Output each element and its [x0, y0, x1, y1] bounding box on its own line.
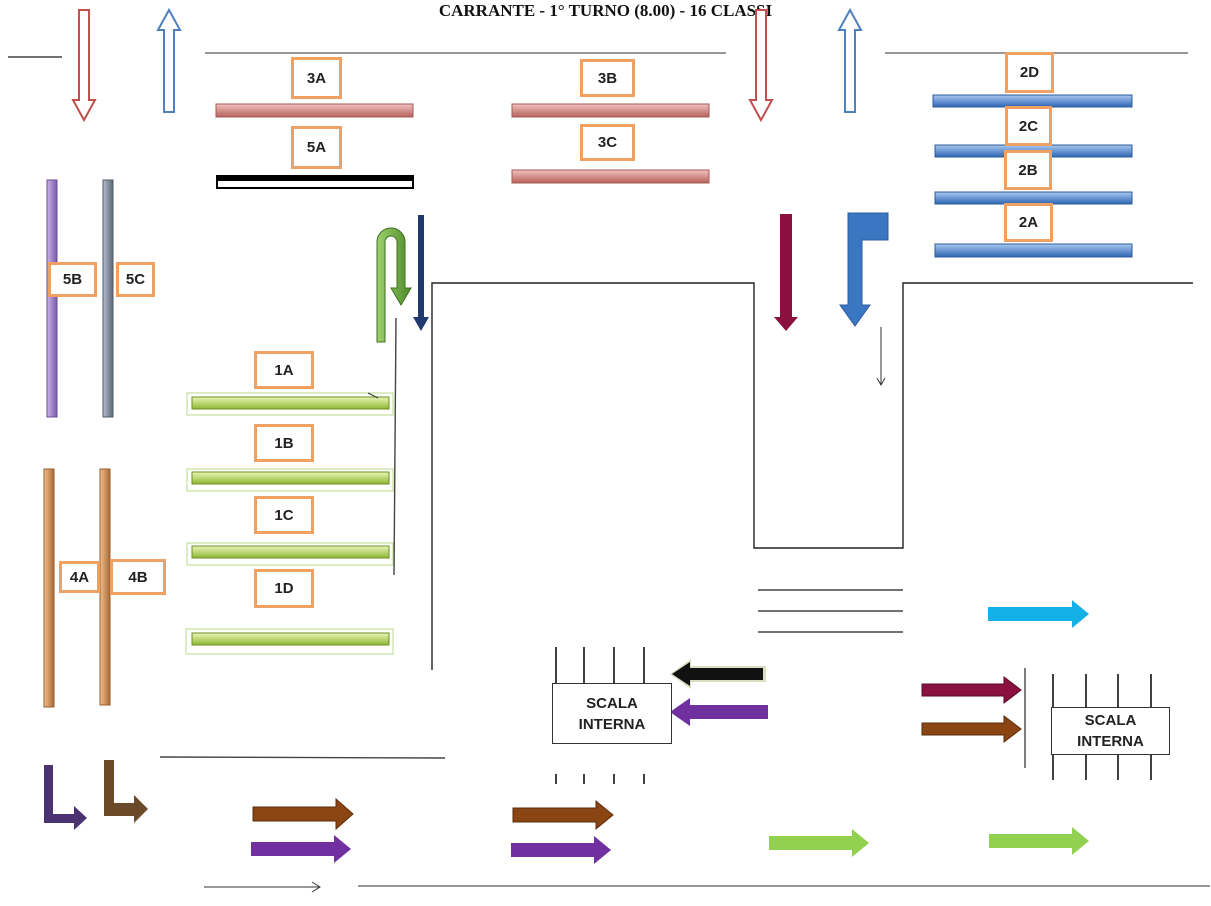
thin-arrows [204, 327, 886, 893]
desk-bars [43, 94, 1133, 708]
desk-bar-3c [511, 169, 710, 184]
down-arrow-navy [413, 215, 429, 331]
desk-bar-1d [191, 632, 390, 646]
class-label-3c: 3C [580, 124, 635, 161]
internal-stairs-left: SCALA INTERNA [552, 683, 672, 744]
desk-bar-2a [934, 243, 1133, 258]
class-label-1c: 1C [254, 496, 314, 534]
right-arrow-purple [251, 835, 351, 863]
class-label-3a: 3A [291, 57, 342, 99]
class-label-1a: 1A [254, 351, 314, 389]
down-arrow-crimson [774, 214, 798, 331]
desk-bar-1b [191, 471, 390, 485]
stairs-label: INTERNA [1077, 733, 1144, 750]
right-arrow-brown [252, 797, 354, 831]
up-outline-arrow-blue [837, 7, 863, 113]
desk-bar-4b [99, 468, 111, 706]
desk-frame-1b [186, 468, 394, 492]
left-arrow-purple [670, 698, 768, 726]
right-arrow-brown [921, 714, 1022, 744]
stairs-label: INTERNA [578, 715, 646, 733]
right-arrow-crimson [921, 675, 1022, 705]
turn-down-arrow-blue [839, 212, 889, 327]
desk-bar-3a [215, 103, 414, 118]
class-label-2a: 2A [1004, 203, 1053, 242]
desk-bar-4a [43, 468, 55, 708]
wall-line [393, 317, 397, 576]
corner-arrow-dark-brown [104, 760, 148, 823]
wall-lines [8, 52, 1210, 887]
down-outline-arrow-red [71, 9, 97, 123]
class-label-4a: 4A [59, 561, 100, 593]
right-arrow-light-green [989, 827, 1089, 855]
u-turn-arrow-green [376, 227, 412, 343]
left-arrow-black [672, 662, 763, 686]
stair-ticks [555, 647, 1152, 784]
thin-arrow-down-head [876, 377, 886, 387]
desk-bar-1a [191, 396, 390, 410]
right-arrow-light-green [769, 829, 869, 857]
wall-line [159, 756, 446, 759]
class-label-1d: 1D [254, 569, 314, 608]
class-label-5b: 5B [48, 262, 97, 297]
desk-frame-1a [186, 392, 394, 416]
desk-frame-1c [186, 542, 394, 566]
desk-bar-5c [102, 179, 114, 418]
class-label-5c: 5C [116, 262, 155, 297]
class-label-1b: 1B [254, 424, 314, 462]
desk-frame-1d [185, 628, 394, 655]
down-outline-arrow-red [748, 9, 774, 123]
desk-bar-3b [511, 103, 710, 118]
right-arrow-purple [511, 836, 611, 864]
desk-bar-1c [191, 545, 390, 559]
corner-arrow-dark-purple [44, 765, 87, 830]
diagram-title: CARRANTE - 1° TURNO (8.00) - 16 CLASSI [438, 1, 773, 20]
class-label-2b: 2B [1004, 150, 1052, 190]
thin-tick [367, 392, 379, 399]
stairs-label: SCALA [586, 694, 638, 712]
desk-bar-5b [46, 179, 58, 418]
stairs-label: SCALA [1084, 712, 1137, 729]
corridor-outline [431, 282, 1193, 670]
thin-arrow-right-head [311, 881, 321, 893]
desk-bar-5a-top [217, 176, 413, 181]
class-label-4b: 4B [110, 559, 166, 595]
right-arrow-cyan [988, 600, 1089, 628]
class-label-5a: 5A [291, 126, 342, 169]
internal-stairs-right: SCALA INTERNA [1051, 707, 1170, 755]
class-label-3b: 3B [580, 59, 635, 97]
class-label-2d: 2D [1005, 52, 1054, 93]
solid-arrows [44, 212, 1089, 864]
class-label-2c: 2C [1005, 106, 1052, 146]
right-arrow-brown [512, 799, 614, 831]
up-outline-arrow-blue [156, 7, 182, 113]
outline-arrows [71, 7, 863, 123]
